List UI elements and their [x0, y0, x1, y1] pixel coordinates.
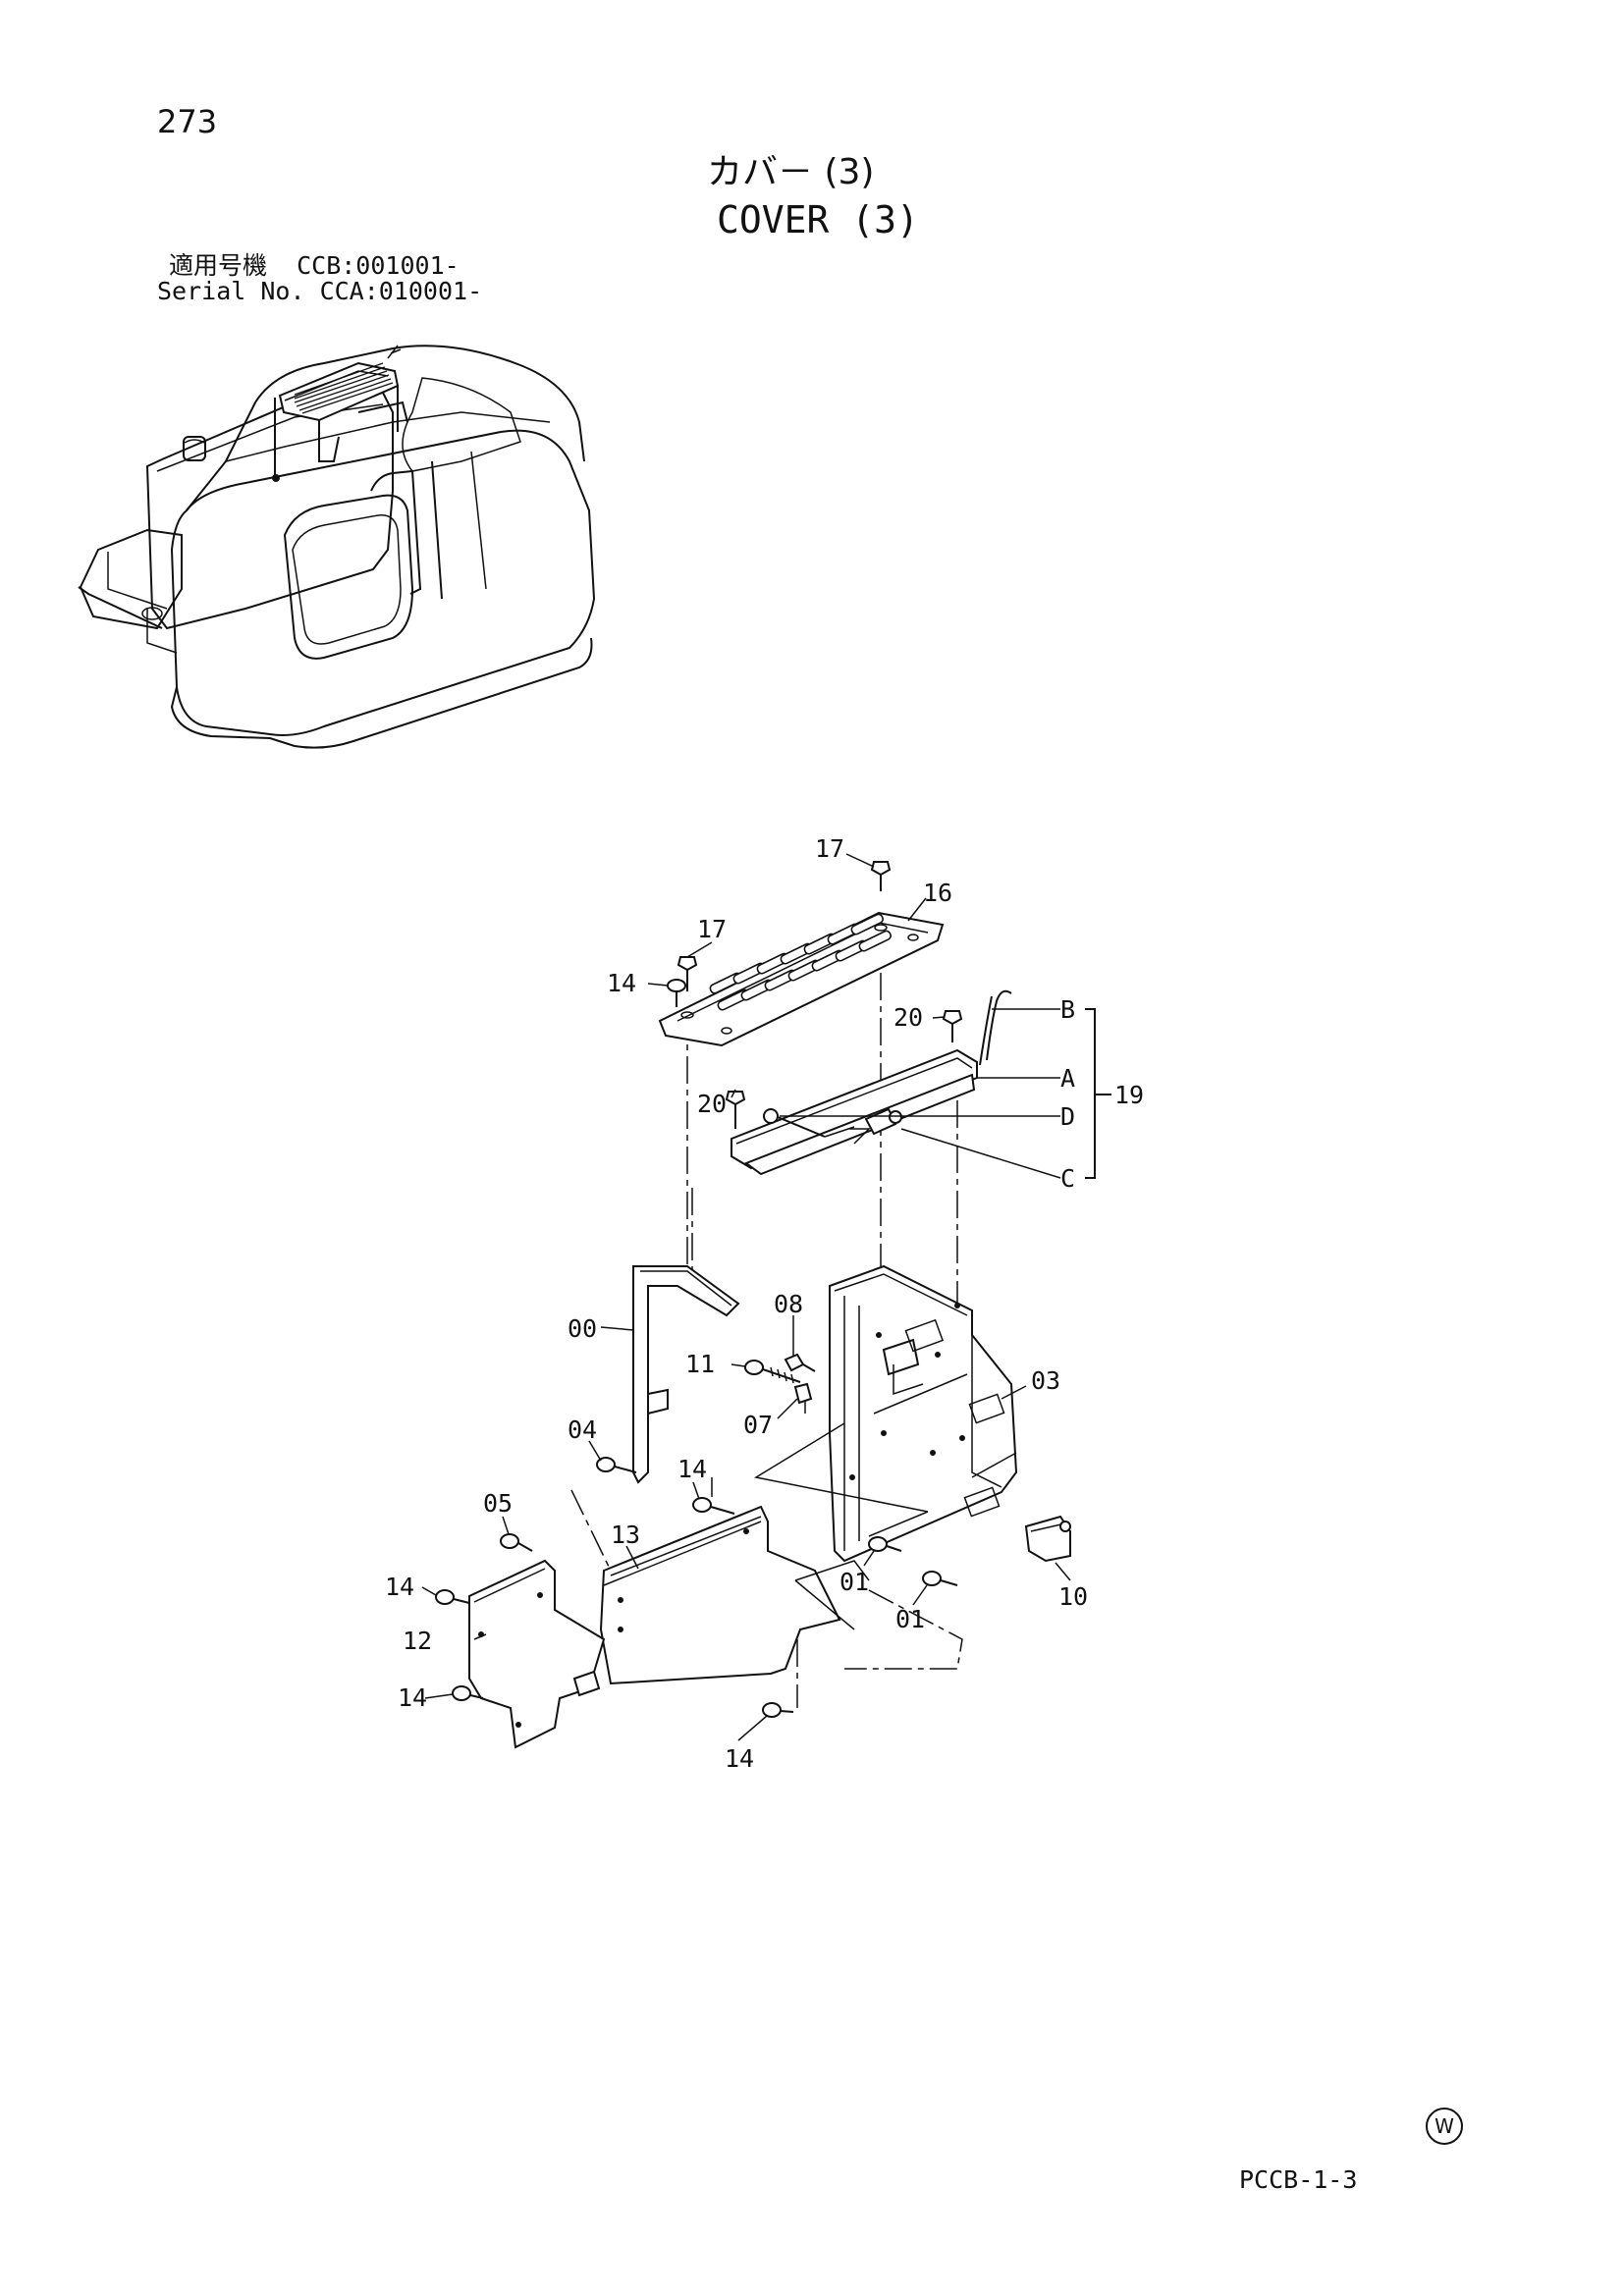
bolt-04 [596, 1457, 637, 1473]
bolt-20-right [942, 1010, 963, 1042]
bolt-14-bottom [762, 1702, 794, 1718]
callout-17-top: 17 [815, 834, 844, 863]
bolt-17-left [677, 956, 698, 991]
callout-B: B [1060, 995, 1075, 1024]
part-10-clip [1024, 1515, 1071, 1563]
callout-10: 10 [1058, 1582, 1088, 1611]
callout-14-lower: 14 [398, 1683, 427, 1712]
page-number: 273 [157, 103, 218, 140]
callout-01-b: 01 [895, 1605, 925, 1633]
callout-07: 07 [743, 1411, 773, 1439]
bolt-17-top [870, 861, 892, 891]
page-title-japanese: カバ－ (3) [707, 152, 875, 192]
bolt-01-a [868, 1536, 902, 1552]
callout-01-a: 01 [839, 1568, 869, 1596]
page-title-english: COVER (3) [717, 198, 919, 241]
serial-range-japanese: 適用号機 CCB:001001- [169, 251, 460, 280]
part-12-cover [468, 1559, 606, 1749]
bolt-11 [744, 1360, 801, 1384]
callout-03: 03 [1031, 1366, 1060, 1395]
callout-17-left: 17 [697, 915, 727, 943]
callout-14-bottom: 14 [725, 1744, 754, 1773]
callout-C: C [1060, 1164, 1075, 1193]
callout-14-top: 14 [607, 969, 636, 997]
bolt-14-left [435, 1589, 470, 1605]
bolt-01-b [922, 1571, 958, 1586]
callout-13: 13 [611, 1521, 640, 1549]
callout-20-right: 20 [893, 1003, 923, 1032]
bolt-14-mid [692, 1497, 735, 1515]
part-19-bracket-assembly [731, 989, 1012, 1176]
part-13-cover-plate [599, 1505, 841, 1685]
callout-08: 08 [774, 1290, 803, 1318]
machine-overview-illustration [78, 345, 596, 749]
bolt-20-left [725, 1091, 746, 1129]
callout-D: D [1060, 1102, 1075, 1131]
callout-14-left: 14 [385, 1573, 414, 1601]
serial-range-english: Serial No. CCA:010001- [157, 277, 483, 305]
callout-16: 16 [923, 879, 952, 907]
bolt-14-lower [452, 1685, 484, 1701]
callout-20-left: 20 [697, 1090, 727, 1118]
floor-outline [794, 1560, 963, 1670]
callout-04: 04 [568, 1415, 597, 1444]
callout-14-mid: 14 [677, 1455, 707, 1483]
footer-page-code: PCCB-1-3 [1239, 2165, 1358, 2194]
callout-00: 00 [568, 1314, 597, 1343]
callout-11: 11 [685, 1350, 715, 1378]
bolt-05 [500, 1533, 533, 1552]
washer-14-top [667, 979, 686, 1007]
callout-labels: 17 16 17 14 20 B A 19 20 D C 08 00 11 03… [385, 834, 1144, 1773]
callout-12: 12 [403, 1627, 432, 1655]
part-00-bracket [632, 1265, 740, 1484]
nut-08 [784, 1353, 816, 1372]
part-16-perforated-cover [658, 911, 945, 1047]
callout-05: 05 [483, 1489, 513, 1518]
spacer-07 [793, 1382, 813, 1405]
bracket-19 [1085, 1008, 1111, 1179]
footer-w-mark: W [1426, 2108, 1463, 2145]
callout-19: 19 [1114, 1081, 1144, 1109]
part-03-frame [753, 1264, 1018, 1563]
callout-A: A [1060, 1064, 1075, 1093]
callout-leaders [421, 853, 1071, 1741]
